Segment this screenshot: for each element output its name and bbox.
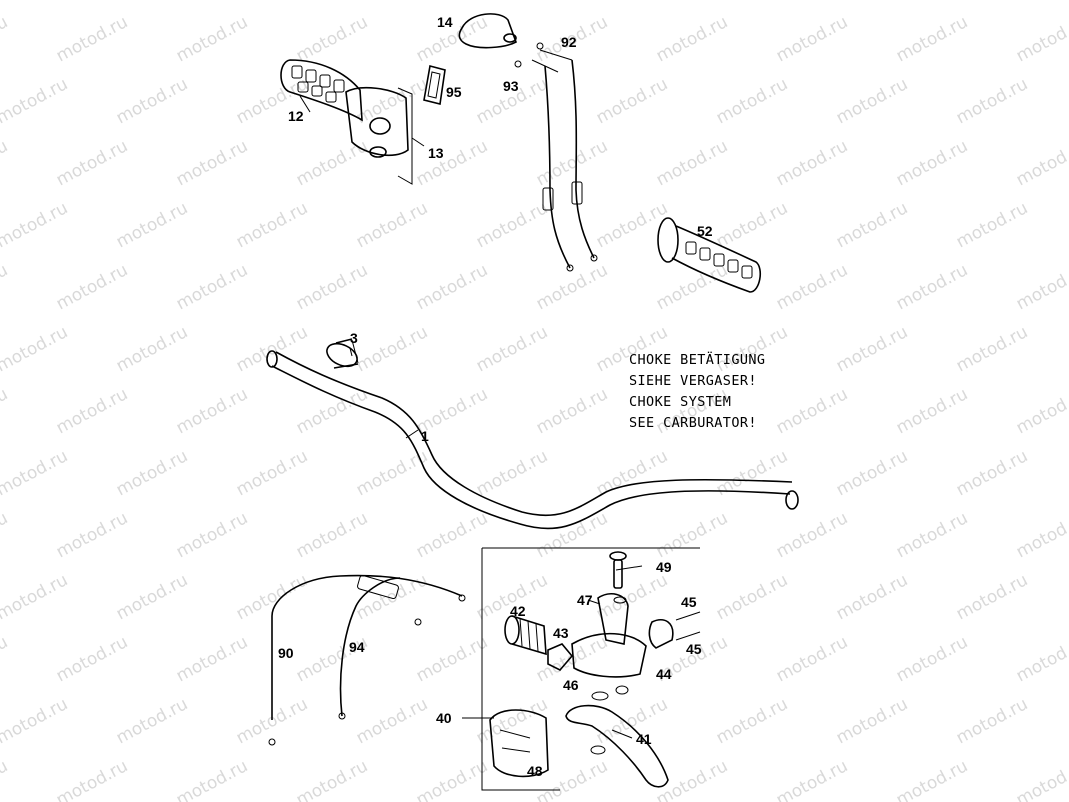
note-line: SIEHE VERGASER!: [629, 373, 757, 389]
label-part-45-upper: 45: [681, 594, 697, 610]
handlebar-drawing: [266, 350, 799, 530]
label-part-1: 1: [421, 428, 429, 444]
note-line: SEE CARBURATOR!: [629, 415, 757, 431]
label-part-49: 49: [656, 559, 672, 575]
throttle-grip-drawing: [280, 59, 425, 185]
left-grip-drawing: [657, 217, 762, 293]
choke-note: CHOKE BETÄTIGUNG SIEHE VERGASER! CHOKE S…: [629, 350, 765, 434]
label-part-48: 48: [527, 763, 543, 779]
note-line: CHOKE SYSTEM: [629, 394, 732, 410]
label-part-12: 12: [288, 108, 304, 124]
label-part-42: 42: [510, 603, 526, 619]
throttle-cables-drawing: [514, 42, 598, 272]
adjuster-drawing: [504, 615, 574, 671]
label-part-14: 14: [437, 14, 453, 30]
label-part-94: 94: [349, 639, 365, 655]
part-number-labels: 1 3 12 13 14 40 41 42 43 44 45 45 46 47 …: [278, 14, 713, 779]
label-part-45-lower: 45: [686, 641, 702, 657]
clutch-lever-drawing: [565, 704, 669, 788]
bushing-drawing: [326, 338, 359, 369]
label-part-93: 93: [503, 78, 519, 94]
clutch-assembly-bracket: [481, 547, 700, 791]
label-part-92: 92: [561, 34, 577, 50]
label-part-44: 44: [656, 666, 672, 682]
clutch-cable-drawing: [268, 574, 466, 746]
gasket-drawing: [423, 65, 446, 105]
cover-drawing: [458, 13, 517, 49]
label-part-41: 41: [636, 731, 652, 747]
lever-bracket-drawing: [571, 551, 701, 701]
label-part-13: 13: [428, 145, 444, 161]
label-part-47: 47: [577, 592, 593, 608]
label-part-3: 3: [350, 330, 358, 346]
label-part-90: 90: [278, 645, 294, 661]
leader-lines: [299, 95, 643, 739]
label-part-40: 40: [436, 710, 452, 726]
label-part-46: 46: [563, 677, 579, 693]
note-line: CHOKE BETÄTIGUNG: [629, 352, 766, 368]
lever-boot-drawing: [489, 709, 549, 778]
label-part-43: 43: [553, 625, 569, 641]
label-part-52: 52: [697, 223, 713, 239]
label-part-95: 95: [446, 84, 462, 100]
